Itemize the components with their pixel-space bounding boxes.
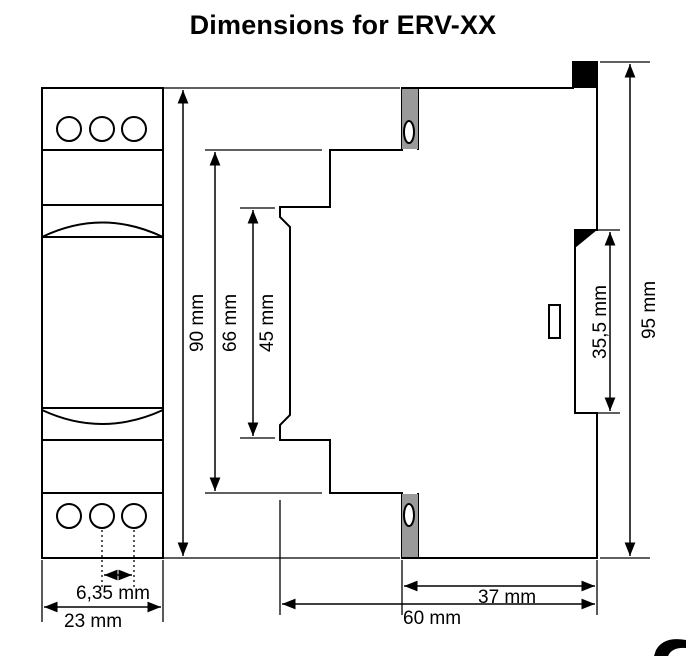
- label-35-5mm: 35,5 mm: [590, 285, 611, 359]
- side-view: [279, 61, 598, 559]
- label-90mm: 90 mm: [187, 294, 208, 352]
- terminal-screw-bottom-1: [56, 503, 82, 529]
- extension-lines: [41, 61, 650, 622]
- side-view-top-clip: [573, 62, 597, 88]
- terminal-screw-top-3: [121, 116, 147, 142]
- side-view-slot: [548, 304, 561, 339]
- page-title: Dimensions for ERV-XX: [189, 10, 497, 40]
- terminal-screw-bottom-3: [121, 503, 147, 529]
- front-view-housing: [41, 87, 164, 559]
- terminal-screw-bottom-2: [89, 503, 115, 529]
- label-23mm: 23 mm: [64, 611, 122, 632]
- label-6-35mm: 6,35 mm: [76, 583, 150, 604]
- label-60mm: 60 mm: [403, 608, 461, 629]
- front-view-upper-curve: [41, 221, 164, 238]
- label-45mm: 45 mm: [257, 294, 278, 352]
- side-view-rail-clip: [575, 230, 597, 248]
- label-37mm: 37 mm: [478, 587, 536, 608]
- front-view: [41, 87, 164, 559]
- dimension-arrows: [44, 64, 636, 613]
- terminal-screw-top-1: [56, 116, 82, 142]
- front-view-lower-curve: [41, 409, 164, 425]
- terminal-screw-top-2: [89, 116, 115, 142]
- side-view-outline: [279, 61, 598, 559]
- logo-fragment-icon: [654, 639, 686, 656]
- label-95mm: 95 mm: [639, 281, 660, 339]
- label-66mm: 66 mm: [220, 294, 241, 352]
